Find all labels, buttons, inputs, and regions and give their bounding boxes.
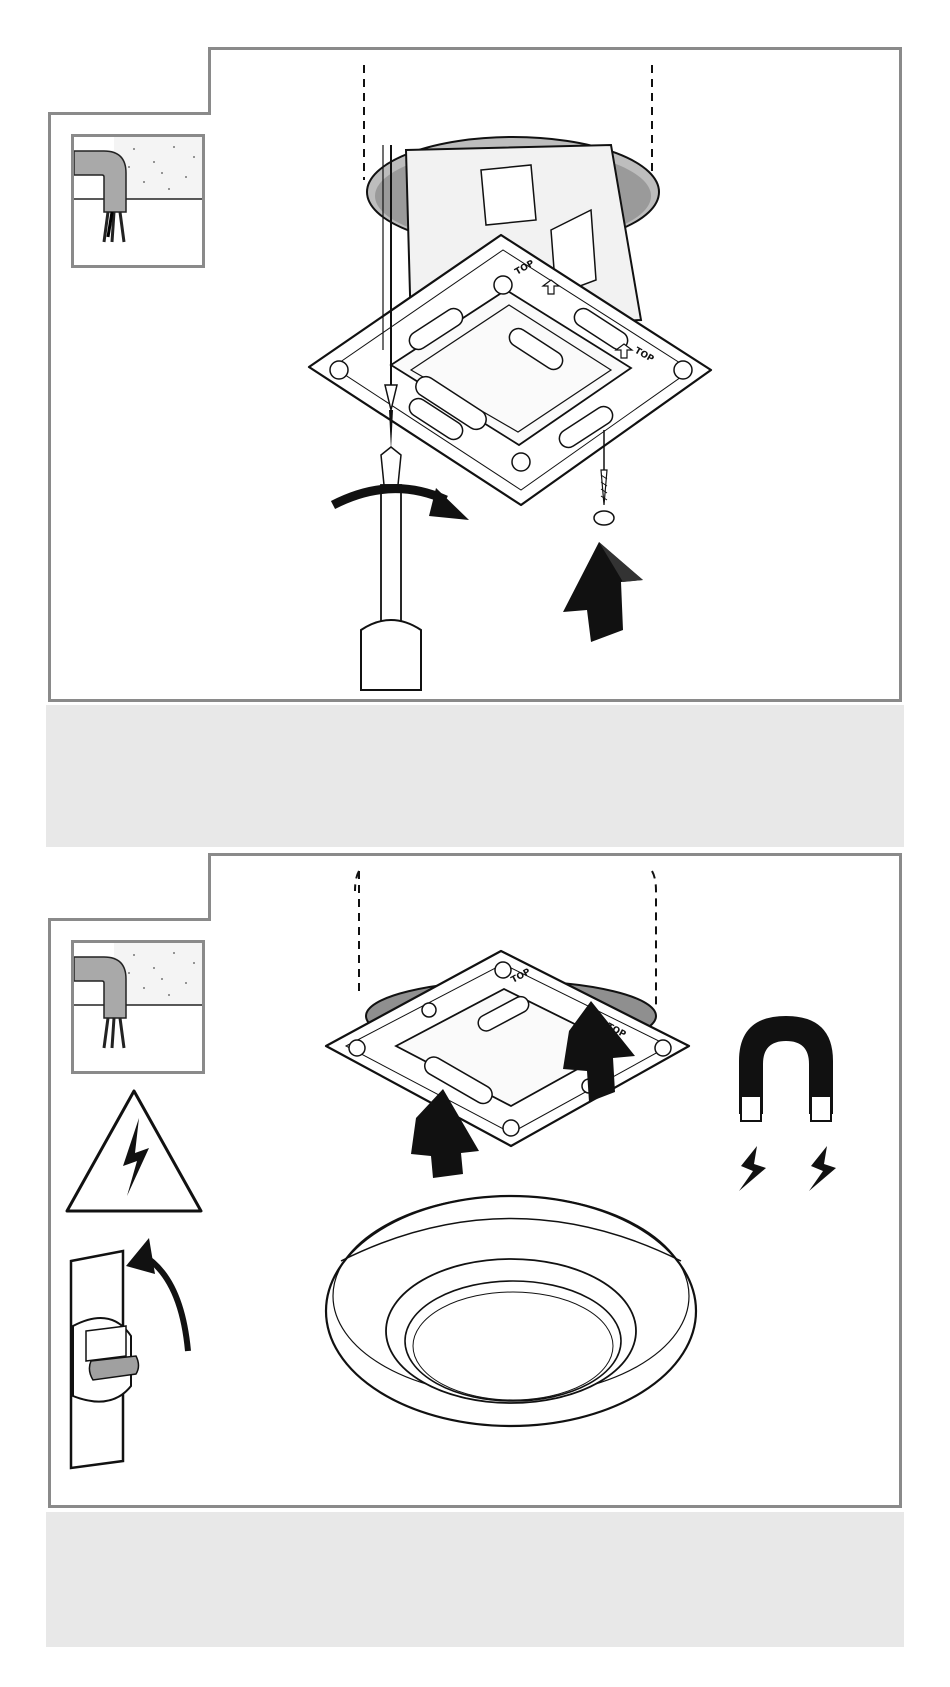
up-arrow-icon (563, 542, 643, 642)
magnet-icon (739, 1016, 836, 1191)
ceiling-sensor-icon (326, 1196, 696, 1426)
instruction-panel-step-2: TOP TOP (48, 853, 902, 1508)
mounting-plate-illustration: TOP TOP (51, 50, 899, 699)
high-voltage-warning-icon (67, 1091, 201, 1211)
step-2-caption (46, 1512, 904, 1647)
circuit-breaker-switch-icon (71, 1238, 188, 1468)
instruction-panel-step-1: TOP TOP (48, 47, 902, 702)
sensor-mounting-illustration: TOP TOP (51, 856, 899, 1505)
step-1-caption (46, 705, 904, 847)
